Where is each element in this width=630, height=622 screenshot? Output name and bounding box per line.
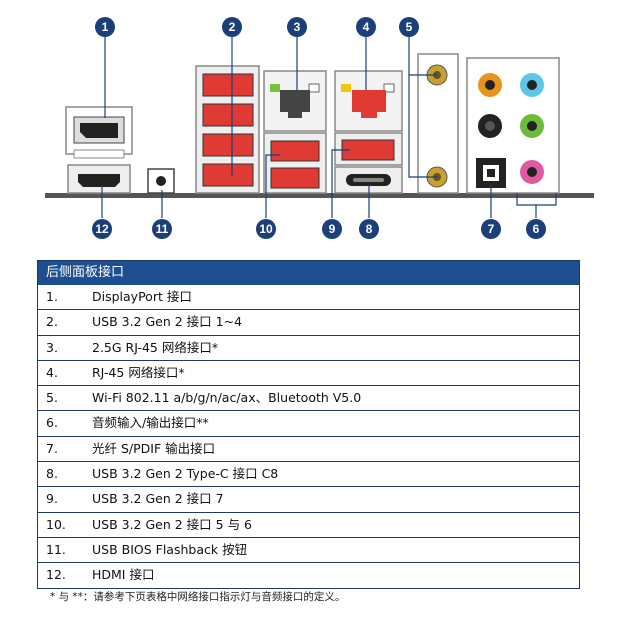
row-number: 1. (46, 289, 58, 304)
row-number: 4. (46, 364, 58, 380)
hdmi-port (67, 164, 131, 194)
row-description: USB 3.2 Gen 2 接口 1~4 (92, 314, 243, 330)
bios-flashback-button (147, 168, 175, 194)
callout-label: 8 (366, 222, 373, 236)
row-description: 2.5G RJ-45 网络接口* (92, 339, 219, 355)
callout-9: 9 (322, 219, 342, 239)
callout-2: 2 (222, 17, 242, 37)
row-number: 9. (46, 491, 58, 507)
callout-6: 6 (526, 219, 546, 239)
row-description: DisplayPort 接口 (92, 289, 192, 304)
callout-10: 10 (256, 219, 276, 239)
table-row: 3. 2.5G RJ-45 网络接口* (38, 334, 579, 360)
rj45-port (334, 70, 403, 132)
rj45-2p5g-port (263, 70, 327, 132)
callout-11: 11 (152, 219, 172, 239)
callout-12: 12 (92, 219, 112, 239)
row-description: 光纤 S/PDIF 输出接口 (92, 440, 216, 456)
table-row: 2. USB 3.2 Gen 2 接口 1~4 (38, 309, 579, 334)
callout-label: 5 (406, 20, 413, 34)
row-number: 11. (46, 541, 66, 557)
table-title: 后侧面板接口 (38, 261, 579, 285)
callout-leaders (101, 37, 557, 218)
table-row: 8. USB 3.2 Gen 2 Type-C 接口 C8 (38, 461, 579, 486)
row-number: 12. (46, 567, 66, 583)
row-number: 3. (46, 339, 58, 355)
row-description: RJ-45 网络接口* (92, 364, 185, 380)
rear-panel-diagram: 1 2 3 4 5 6 7 8 9 10 11 12 (45, 17, 594, 239)
row-number: 10. (46, 516, 66, 532)
table-row: 7. 光纤 S/PDIF 输出接口 (38, 435, 579, 461)
table-row: 5. Wi-Fi 802.11 a/b/g/n/ac/ax、Bluetooth V… (38, 385, 579, 410)
table-row: 12. HDMI 接口 (38, 562, 579, 587)
table-row: 4. RJ-45 网络接口* (38, 359, 579, 385)
callout-4: 4 (356, 17, 376, 37)
row-number: 2. (46, 314, 58, 330)
table-rows: 1. DisplayPort 接口 2. USB 3.2 Gen 2 接口 1~4 3.… (38, 285, 579, 588)
table-row: 11. USB BIOS Flashback 按钮 (38, 536, 579, 562)
row-description: USB 3.2 Gen 2 接口 5 与 6 (92, 516, 253, 532)
row-description: USB 3.2 Gen 2 Type-C 接口 C8 (92, 466, 279, 482)
displayport-port (65, 106, 133, 159)
callout-label: 11 (156, 222, 169, 236)
rear-panel-table: 后侧面板接口 1. DisplayPort 接口 2. USB 3.2 Gen 2 接… (37, 260, 580, 589)
callout-label: 3 (294, 20, 301, 34)
row-number: 8. (46, 466, 58, 482)
callout-label: 12 (95, 222, 109, 236)
row-number: 7. (46, 440, 58, 456)
usb-stack-1-4 (195, 65, 260, 194)
row-description: HDMI 接口 (92, 567, 155, 583)
callout-label: 7 (488, 222, 495, 236)
table-row: 10. USB 3.2 Gen 2 接口 5 与 6 (38, 511, 579, 537)
row-number: 5. (46, 390, 58, 406)
callout-3: 3 (287, 17, 307, 37)
panel-baseline (45, 193, 594, 198)
callout-1: 1 (95, 17, 115, 37)
usb-ports-5-6 (263, 132, 327, 194)
callouts: 1 2 3 4 5 6 7 8 9 10 11 12 (92, 17, 546, 239)
table-row: 6. 音频输入/输出接口** (38, 410, 579, 435)
callout-label: 6 (533, 222, 540, 236)
callout-label: 2 (229, 20, 236, 34)
callout-8: 8 (359, 219, 379, 239)
row-description: Wi-Fi 802.11 a/b/g/n/ac/ax、Bluetooth V5.… (92, 390, 362, 406)
row-description: USB 3.2 Gen 2 接口 7 (92, 491, 224, 507)
table-row: 1. DisplayPort 接口 (38, 285, 579, 309)
optical-spdif-port (476, 158, 506, 188)
callout-5: 5 (399, 17, 419, 37)
callout-label: 10 (259, 222, 273, 236)
callout-7: 7 (481, 219, 501, 239)
row-description: USB BIOS Flashback 按钮 (92, 541, 248, 557)
row-description: 音频输入/输出接口** (92, 415, 209, 431)
table-row: 9. USB 3.2 Gen 2 接口 7 (38, 486, 579, 511)
usb-port-7 (334, 132, 403, 166)
callout-label: 4 (363, 20, 370, 34)
footnote: * 与 **：请参考下页表格中网络接口指示灯与音频接口的定义。 (50, 591, 346, 603)
row-number: 6. (46, 415, 58, 431)
callout-label: 9 (329, 222, 336, 236)
callout-label: 1 (102, 20, 109, 34)
